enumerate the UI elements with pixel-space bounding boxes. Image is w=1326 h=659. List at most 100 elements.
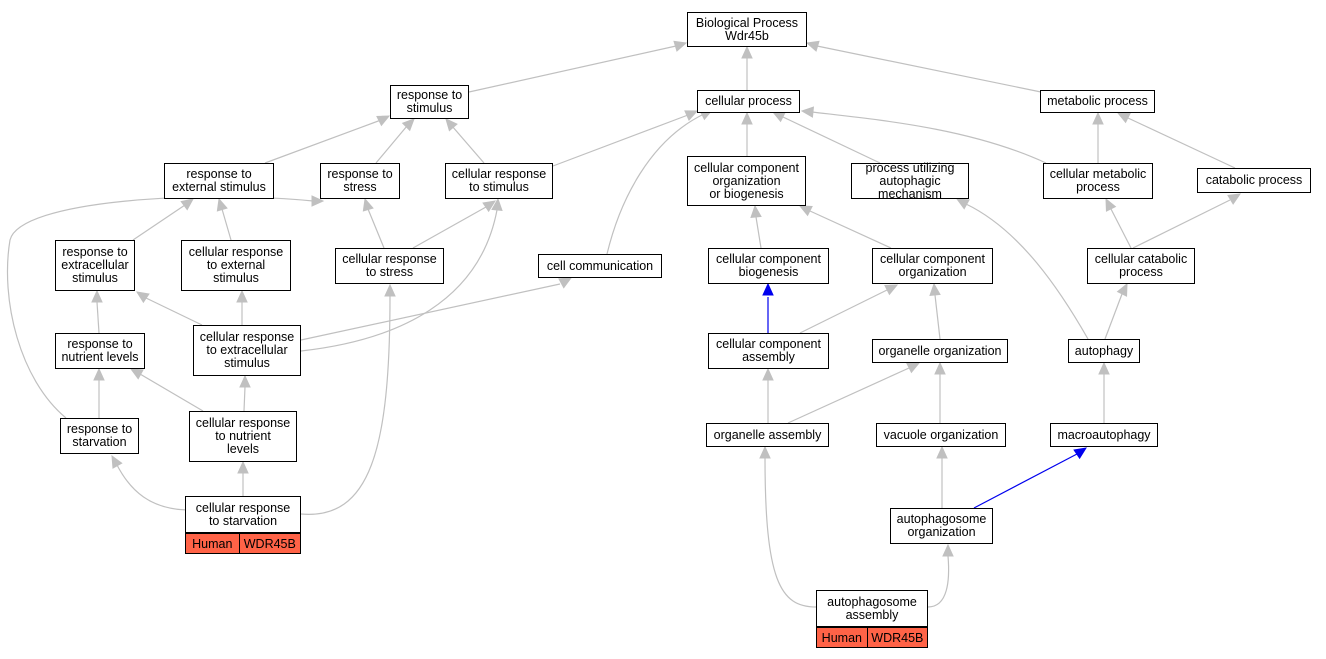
edge	[96, 301, 100, 334]
node-response-to-nutrient-levels[interactable]: response to nutrient levels	[55, 333, 145, 369]
node-cellular-response-to-stimulus[interactable]: cellular response to stimulus	[445, 163, 553, 199]
edge-arrowhead	[942, 543, 954, 557]
node-response-to-stress[interactable]: response to stress	[320, 163, 400, 199]
edge	[606, 113, 705, 255]
edge	[799, 289, 888, 334]
edge-arrowhead	[929, 282, 941, 296]
edge-arrowhead	[936, 445, 948, 459]
node-cellular-response-to-extracellular-stimulus[interactable]: cellular response to extracellular stimu…	[193, 325, 301, 376]
edge-arrowhead	[445, 118, 458, 132]
edge-arrowhead	[771, 111, 786, 123]
edge-arrowhead	[311, 195, 325, 207]
edge-arrowhead	[1092, 111, 1104, 125]
edge-arrowhead	[491, 197, 503, 211]
node-cell-communication[interactable]: cell communication	[538, 254, 662, 278]
edge	[132, 204, 186, 241]
node-vacuole-organization[interactable]: vacuole organization	[876, 423, 1006, 447]
edge	[764, 456, 817, 608]
edge-arrowhead	[401, 118, 415, 132]
node-cellular-component-biogenesis[interactable]: cellular component biogenesis	[708, 248, 829, 284]
edge	[1104, 293, 1123, 340]
edge-arrowhead	[111, 454, 123, 469]
edge-arrowhead	[93, 367, 105, 381]
edge-arrowhead	[884, 284, 899, 296]
edge	[139, 373, 204, 412]
edge	[412, 206, 487, 249]
node-cellular-component-organization[interactable]: cellular component organization	[872, 248, 993, 284]
node-organelle-assembly[interactable]: organelle assembly	[706, 423, 829, 447]
gene-label[interactable]: WDR45B	[866, 628, 927, 647]
edge	[552, 114, 689, 167]
gene-tag-row: Human WDR45B	[185, 533, 301, 554]
edge	[451, 125, 485, 164]
edge-arrowhead	[1227, 193, 1242, 205]
edge	[1127, 117, 1236, 169]
node-process-utilizing-autophagic-mechanism[interactable]: process utilizing autophagic mechanism	[851, 161, 969, 200]
edge-arrowhead	[1116, 282, 1128, 297]
edge	[367, 208, 385, 249]
edge-arrowhead	[558, 277, 573, 289]
node-autophagy[interactable]: autophagy	[1068, 339, 1140, 363]
edge	[965, 203, 1089, 340]
edge-arrowhead	[237, 460, 249, 474]
node-metabolic-process[interactable]: metabolic process	[1040, 90, 1155, 113]
edge	[375, 125, 408, 164]
edge-arrowhead	[798, 205, 813, 217]
edge-arrowhead	[376, 115, 391, 127]
edge-arrowhead	[239, 374, 251, 388]
node-autophagosome-organization[interactable]: autophagosome organization	[890, 508, 993, 544]
node-autophagosome-assembly[interactable]: autophagosome assembly	[816, 590, 928, 627]
gene-tag-row: Human WDR45B	[816, 627, 928, 648]
node-biological-process[interactable]: Biological Process Wdr45b	[687, 12, 807, 47]
edge	[468, 45, 677, 93]
edge	[300, 295, 391, 515]
edge	[116, 464, 191, 511]
edge	[264, 119, 382, 164]
edge-arrowhead	[673, 40, 688, 52]
edge	[243, 386, 246, 412]
node-cellular-response-to-nutrient-levels[interactable]: cellular response to nutrient levels	[189, 411, 297, 462]
node-cellular-component-organization-or-biogenesis[interactable]: cellular component organization or bioge…	[687, 156, 806, 206]
edge	[1132, 199, 1231, 249]
edge-arrowhead	[684, 110, 699, 121]
node-cellular-metabolic-process[interactable]: cellular metabolic process	[1043, 163, 1153, 199]
edge-arrowhead	[236, 289, 248, 303]
node-response-to-starvation[interactable]: response to starvation	[60, 418, 139, 454]
node-organelle-organization[interactable]: organelle organization	[872, 339, 1008, 363]
edge-arrowhead	[800, 106, 815, 118]
edge-arrowhead	[91, 289, 103, 303]
node-response-to-stimulus[interactable]: response to stimulus	[390, 85, 469, 119]
species-label[interactable]: Human	[192, 536, 233, 551]
edge-arrowhead	[906, 362, 921, 374]
node-cellular-component-assembly[interactable]: cellular component assembly	[708, 333, 829, 369]
edge	[755, 216, 762, 249]
node-cellular-catabolic-process[interactable]: cellular catabolic process	[1087, 248, 1195, 284]
edge-arrowhead	[1105, 197, 1117, 212]
edge-arrowhead	[759, 445, 771, 459]
node-response-to-extracellular-stimulus[interactable]: response to extracellular stimulus	[55, 240, 135, 291]
node-cellular-response-to-stress[interactable]: cellular response to stress	[335, 248, 444, 284]
node-cellular-process[interactable]: cellular process	[697, 90, 800, 113]
node-cellular-response-to-starvation[interactable]: cellular response to starvation	[185, 496, 301, 533]
edge-arrowhead	[762, 282, 774, 296]
node-macroautophagy[interactable]: macroautophagy	[1050, 423, 1158, 447]
edge-arrowhead	[805, 40, 820, 52]
edge	[1110, 208, 1132, 249]
node-cellular-response-to-external-stimulus[interactable]: cellular response to external stimulus	[181, 240, 291, 291]
edge-arrowhead	[955, 198, 970, 210]
edge	[145, 297, 203, 326]
node-catabolic-process[interactable]: catabolic process	[1197, 168, 1311, 193]
edge-arrowhead	[216, 197, 228, 212]
edge-arrowhead	[750, 204, 762, 218]
edge	[787, 367, 910, 424]
species-label[interactable]: Human	[821, 630, 862, 645]
gene-label[interactable]: WDR45B	[238, 534, 300, 553]
edge	[221, 208, 232, 241]
edge-arrowhead	[1116, 112, 1131, 124]
edge	[973, 453, 1078, 509]
node-response-to-external-stimulus[interactable]: response to external stimulus	[164, 163, 274, 199]
edge-arrowhead	[1073, 447, 1088, 460]
edge-arrowhead	[180, 198, 194, 211]
edge	[809, 210, 892, 249]
